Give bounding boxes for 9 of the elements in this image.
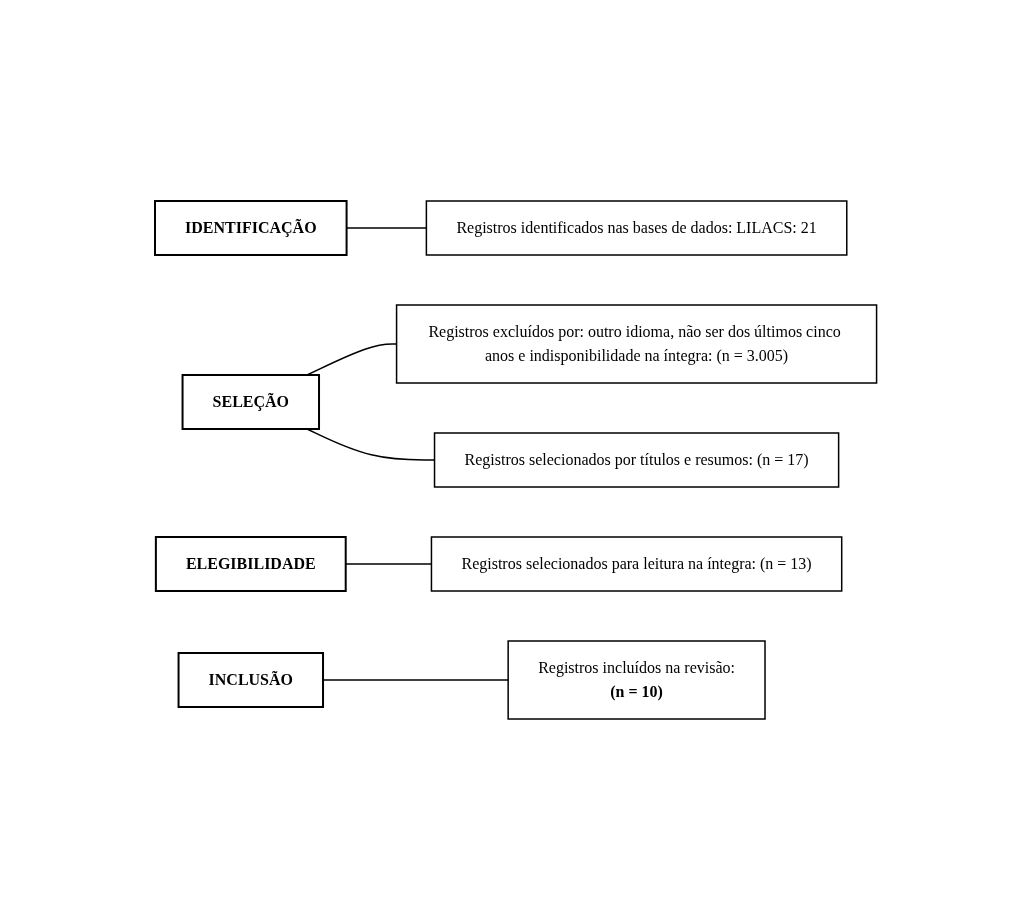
node-box: SELEÇÃO xyxy=(181,373,321,430)
node-box: Registros excluídos por: outro idioma, não ser dos últimos cinco anos e indisponibilidade na íntegra: (n = 3.005) xyxy=(396,303,878,384)
node-box: INCLUSÃO xyxy=(177,651,325,708)
node-box: Registros selecionados por títulos e resumos: (n = 17) xyxy=(434,431,840,488)
node-box: ELEGIBILIDADE xyxy=(155,535,347,592)
node-box: IDENTIFICAÇÃO xyxy=(154,199,348,256)
node-box: Registros incluídos na revisão: (n = 10) xyxy=(507,639,766,720)
node-box: Registros identificados nas bases de dados: LILACS: 21 xyxy=(425,199,848,256)
node-box: Registros selecionados para leitura na íntegra: (n = 13) xyxy=(430,535,843,592)
